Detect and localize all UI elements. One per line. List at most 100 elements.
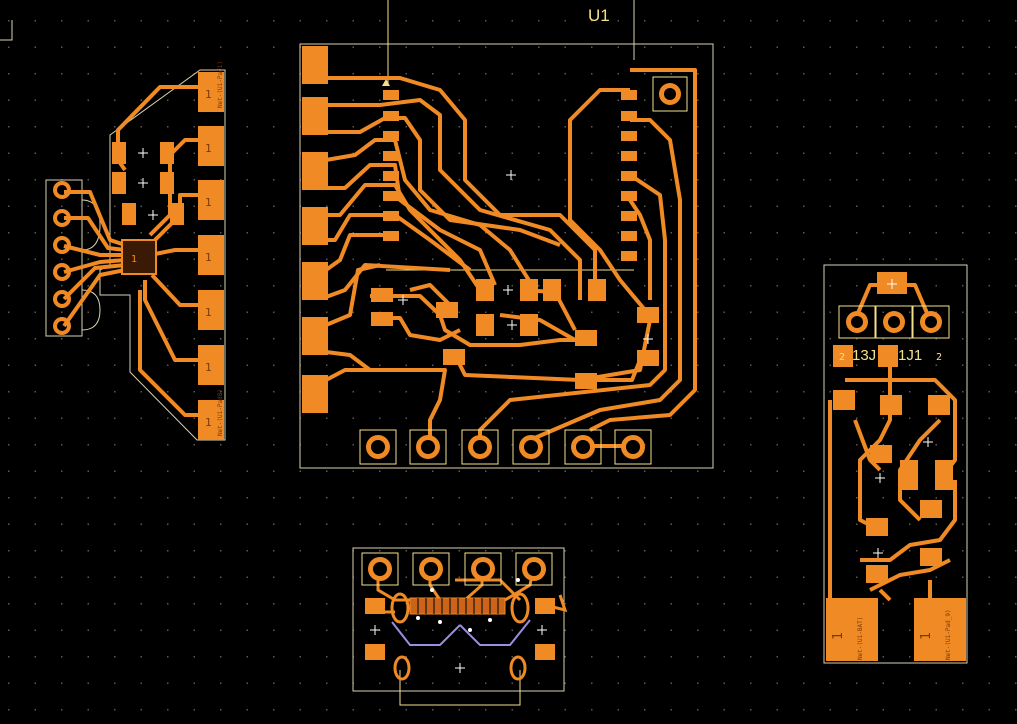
smd-pad[interactable] <box>575 330 597 346</box>
edge-pad[interactable] <box>198 235 224 275</box>
smd-pad[interactable] <box>880 395 902 415</box>
usb-shield-pad[interactable] <box>509 655 527 681</box>
grid-dot <box>538 73 540 75</box>
smd-pad[interactable] <box>371 288 393 302</box>
connector-pad-3[interactable] <box>53 236 71 254</box>
center-board[interactable]: U1 <box>299 0 714 469</box>
smd-pad[interactable] <box>443 349 465 365</box>
ic-pin[interactable] <box>383 191 399 201</box>
smd-pad[interactable] <box>371 312 393 326</box>
smd-pad[interactable] <box>575 373 597 389</box>
smd-pad[interactable] <box>365 644 385 660</box>
connector-pad-2[interactable] <box>53 209 71 227</box>
smd-pad[interactable] <box>520 314 538 336</box>
grid-dot <box>458 126 460 128</box>
edge-pads[interactable] <box>198 72 224 440</box>
usb-shield-pad[interactable] <box>510 592 530 624</box>
smd-pad[interactable] <box>866 518 888 536</box>
connector-pads[interactable] <box>53 181 71 335</box>
smd-pad[interactable] <box>365 598 385 614</box>
grid-dot <box>988 391 990 393</box>
smd-pad[interactable] <box>637 350 659 366</box>
smd-pad[interactable] <box>928 395 950 415</box>
left-board[interactable]: 1 1 1 1 1 1 1 Net-(U1-Pad1) Net-(U1-Pad8… <box>45 61 226 441</box>
smd-pad[interactable] <box>866 565 888 583</box>
ic-chip[interactable] <box>121 239 157 275</box>
usb-shield-pad[interactable] <box>390 592 410 624</box>
ic-pin[interactable] <box>621 211 637 221</box>
ic-pin[interactable] <box>621 90 637 100</box>
ic-pin[interactable] <box>383 151 399 161</box>
smd-pad[interactable] <box>900 460 918 490</box>
edge-pad[interactable] <box>198 72 224 112</box>
smd-pad[interactable] <box>935 460 953 490</box>
ic-pin[interactable] <box>621 191 637 201</box>
ic-pins-right[interactable] <box>621 90 637 261</box>
smd-pad[interactable] <box>535 644 555 660</box>
edge-pad[interactable] <box>302 375 328 413</box>
connector-pad-4[interactable] <box>53 263 71 281</box>
ic-pin[interactable] <box>621 171 637 181</box>
ic-pin[interactable] <box>383 131 399 141</box>
grid-dot <box>246 497 248 499</box>
smd-pad[interactable] <box>870 445 892 463</box>
smd-pad[interactable] <box>122 203 136 225</box>
edge-pad[interactable] <box>198 126 224 166</box>
battery-pad[interactable] <box>914 598 966 661</box>
ic-pin[interactable] <box>621 231 637 241</box>
smd-pad[interactable] <box>588 279 606 301</box>
ic-pin[interactable] <box>383 111 399 121</box>
edge-pad[interactable] <box>302 262 328 300</box>
header-pads[interactable] <box>359 429 652 465</box>
smd-pad[interactable] <box>535 598 555 614</box>
smd-pad[interactable] <box>160 172 174 194</box>
edge-pads[interactable] <box>302 46 328 413</box>
connector-pad-6[interactable] <box>53 317 71 335</box>
smd-components[interactable] <box>371 279 659 389</box>
smd-pad[interactable] <box>170 203 184 225</box>
smd-pad[interactable] <box>543 279 561 301</box>
header-pads[interactable] <box>361 552 553 586</box>
edge-pad[interactable] <box>302 152 328 190</box>
edge-pad[interactable] <box>302 207 328 245</box>
edge-pad[interactable] <box>198 400 224 440</box>
edge-pad[interactable] <box>198 180 224 220</box>
edge-pad[interactable] <box>302 97 328 135</box>
ic-pin[interactable] <box>621 131 637 141</box>
grid-dot <box>352 126 354 128</box>
header-pads[interactable] <box>838 305 950 339</box>
smd-pad[interactable] <box>160 142 174 164</box>
smd-components[interactable] <box>112 142 184 225</box>
usb-shield-pad[interactable] <box>393 655 411 681</box>
smd-pad[interactable] <box>112 142 126 164</box>
ic-pin[interactable] <box>621 151 637 161</box>
connector-pad-5[interactable] <box>53 290 71 308</box>
smd-pad[interactable] <box>833 390 855 410</box>
right-board[interactable]: 1 1 Net-(U1-BAT) Net-(U1-Pad_9) 13J 1J1 … <box>823 264 968 664</box>
smd-pad[interactable] <box>637 307 659 323</box>
edge-pad[interactable] <box>302 46 328 84</box>
smd-pad[interactable] <box>920 500 942 518</box>
smd-components[interactable] <box>365 598 555 660</box>
smd-pad[interactable] <box>878 345 898 367</box>
smd-pad[interactable] <box>112 172 126 194</box>
battery-pad[interactable] <box>826 598 878 661</box>
smd-pad[interactable] <box>833 345 853 367</box>
ic-pin[interactable] <box>383 90 399 100</box>
smd-pad[interactable] <box>476 314 494 336</box>
ic-pins-left[interactable] <box>383 90 399 241</box>
edge-pad[interactable] <box>198 345 224 385</box>
ic-pin[interactable] <box>621 111 637 121</box>
usb-board[interactable] <box>352 547 568 706</box>
edge-pad[interactable] <box>302 317 328 355</box>
ic-pin[interactable] <box>383 171 399 181</box>
connector-pad-1[interactable] <box>53 181 71 199</box>
ic-pin[interactable] <box>383 231 399 241</box>
smd-pad[interactable] <box>520 279 538 301</box>
ic-pin[interactable] <box>383 211 399 221</box>
smd-pad[interactable] <box>476 279 494 301</box>
smd-pad[interactable] <box>920 548 942 566</box>
ic-pin[interactable] <box>621 251 637 261</box>
smd-pad[interactable] <box>436 302 458 318</box>
edge-pad[interactable] <box>198 290 224 330</box>
